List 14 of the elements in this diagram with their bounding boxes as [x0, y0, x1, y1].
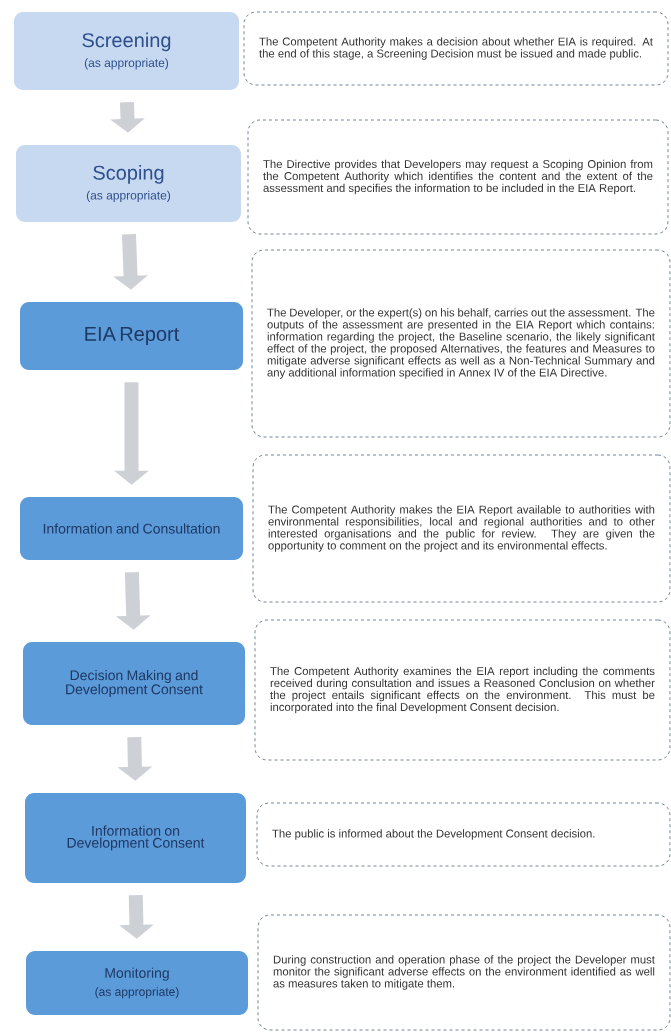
description-box: The Competent Authority makes a decision about whether EIA is required. At the end of this stage, a Screening Decision must be issued and made public. [243, 11, 669, 86]
step-box: Decision Making and Development Consent [23, 642, 245, 725]
step-box: Information and Consultation [20, 497, 243, 560]
description-box: The Competent Authority makes the EIA Report available to authorities with environmental responsibilities, local and regional authorities and to other interested organisations and the public for review. They are given the opportunity to comment on the project and its environmental effects. [252, 454, 671, 603]
step-box: EIA Report [20, 302, 243, 370]
step-box: Information on Development Consent [25, 793, 246, 883]
step-box: Scoping (as appropriate) [16, 145, 241, 222]
description-box: The Developer, or the expert(s) on his behalf, carries out the assessment. The outputs of the assessment are presented in the EIA Report which contains: information regarding the project, the Baseline scenario, the likely significant effect of the project, the proposed Alternatives, the features and Measures to mitigate adverse significant effects as well as a Non-Technical Summary and any additional information specified in Annex IV of the EIA Directive. [251, 249, 671, 438]
description-box: The public is informed about the Development Consent decision. [256, 802, 671, 867]
description-box: During construction and operation phase of the project the Developer must monitor the significant adverse effects on the environment identified as well as measures taken to mitigate them. [257, 914, 671, 1031]
step-box: Monitoring (as appropriate) [26, 951, 248, 1015]
description-box: The Directive provides that Developers may request a Scoping Opinion from the Competent Authority which identifies the content and the extent of the assessment and specifies the information to be included in the EIA Report. [247, 119, 669, 235]
description-box: The Competent Authority examines the EIA report including the comments received during consultation and issues a Reasoned Conclusion on whether the project entails significant effects on the environment. This must be incorporated into the final Development Consent decision. [254, 619, 671, 761]
step-box: Screening (as appropriate) [14, 12, 239, 90]
